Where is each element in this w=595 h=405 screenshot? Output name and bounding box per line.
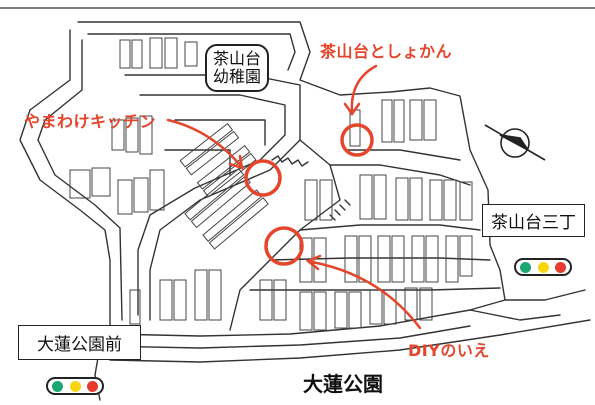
library-circle	[340, 123, 374, 157]
kindergarten-label: 茶山台 幼稚園	[205, 44, 270, 92]
traffic-signal-icon	[514, 258, 572, 276]
signal-green-lamp	[520, 261, 531, 273]
stop-west-label: 大蓮公園前	[18, 325, 141, 360]
kitchen-arrow	[166, 118, 242, 167]
highlight-circles	[244, 123, 374, 266]
signal-yellow-lamp	[69, 380, 81, 392]
signal-red-lamp	[87, 380, 98, 392]
pointer-arrows	[166, 64, 422, 330]
kitchen-circle	[244, 159, 282, 197]
signal-yellow-lamp	[537, 261, 549, 273]
library-label: 茶山台としょかん	[320, 42, 453, 61]
library-arrow	[350, 64, 378, 114]
stop-east-label: 茶山台三丁	[482, 204, 585, 237]
kindergarten-line2: 幼稚園	[213, 67, 262, 86]
signal-green-lamp	[52, 380, 63, 392]
kindergarten-line1: 茶山台	[213, 49, 262, 68]
compass-icon	[484, 124, 546, 161]
house-blocks	[69, 37, 473, 331]
traffic-signal-icon	[46, 377, 104, 395]
kitchen-label: やまわけキッチン	[24, 112, 157, 131]
diy-label: DIYのいえ	[408, 341, 490, 360]
diy-circle	[264, 226, 304, 266]
park-label: 大蓮公園	[303, 372, 383, 396]
diy-arrow	[310, 260, 422, 330]
signal-red-lamp	[555, 261, 566, 273]
